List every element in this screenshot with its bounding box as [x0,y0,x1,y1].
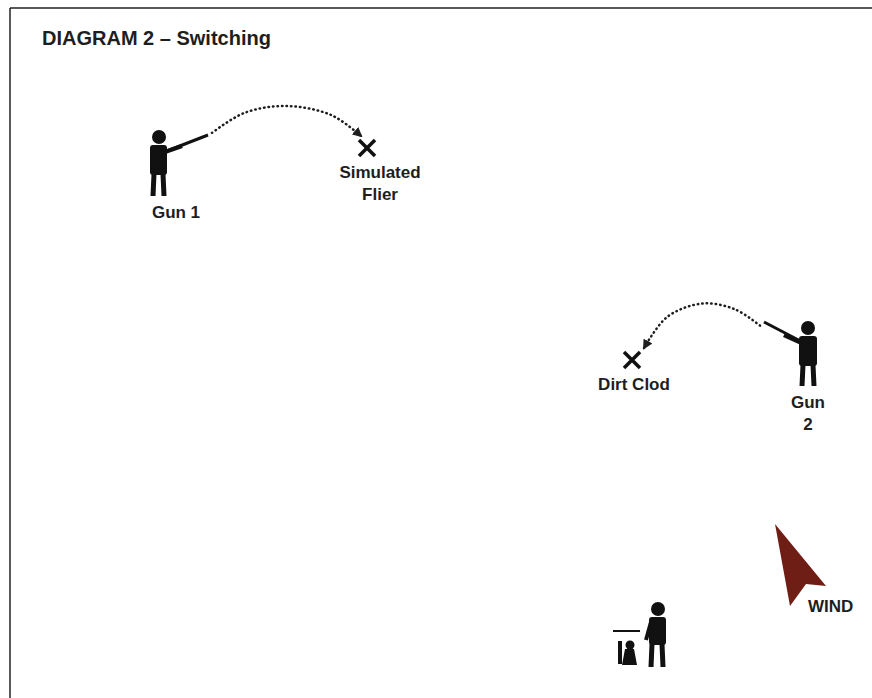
x-mark [588,348,680,374]
frame-line [9,8,11,698]
gunner-icon [140,126,212,202]
dog-figure [613,631,640,665]
node-label: Gun 2 [760,392,826,436]
node-label: Dirt Clod [588,374,680,396]
node-label: Gun 1 [140,202,212,224]
x-mark [335,136,425,162]
shot-arc [644,303,760,348]
target-mark: Dirt Clod [588,348,680,396]
target-mark: Simulated Flier [335,136,425,206]
gun-figure: Gun 2 [760,316,826,436]
shot-arc [212,106,361,136]
handler-figure [646,602,666,667]
wind-label: WIND [808,597,853,617]
wind-arrow [775,524,826,606]
gun-figure: Gun 1 [140,126,212,224]
gunner-icon [760,316,826,392]
diagram-title: DIAGRAM 2 – Switching [42,27,271,50]
frame-line [10,7,872,9]
node-label: Simulated Flier [335,162,425,206]
